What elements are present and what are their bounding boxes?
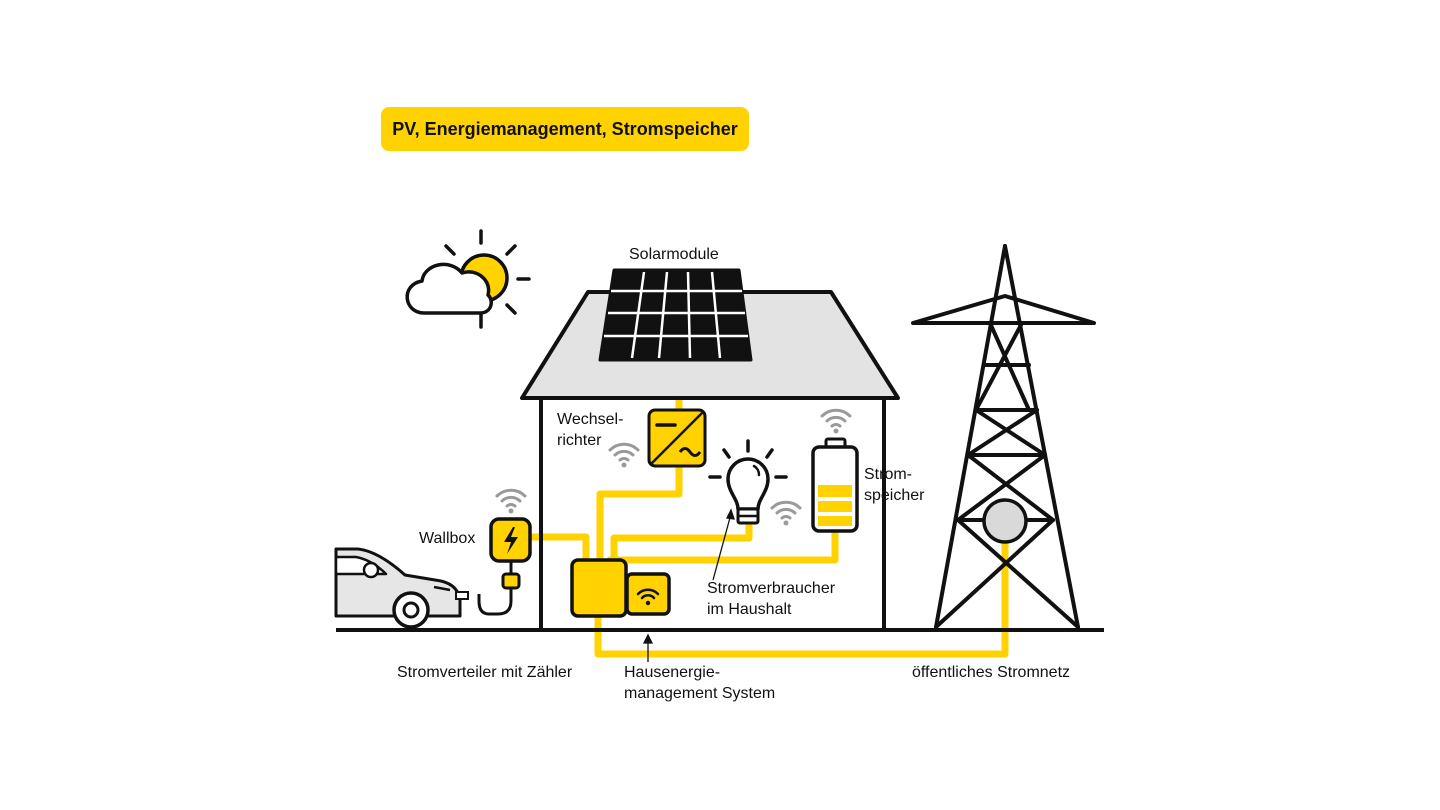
wifi-icon [820,408,852,435]
solar-panel-icon [598,268,753,362]
car-icon [334,547,469,629]
label-stromspeicher-line1: Strom- [864,466,912,483]
inverter-icon [647,408,707,468]
distribution-box-icon [570,558,628,618]
label-stromverbraucher-line1: Stromverbraucher [707,580,836,597]
house-walls [539,398,886,632]
leader-arrows [642,508,735,662]
label-wechselrichter-line1: Wechsel- [557,411,624,428]
label-solarmodule: Solarmodule [629,246,719,263]
hems-icon [625,572,671,616]
label-stromnetz: öffentliches Stromnetz [912,664,1071,681]
label-stromverbraucher-line2: im Haushalt [707,601,792,618]
power-pylon-icon [911,244,1096,629]
wallbox-icon [477,517,532,616]
label-hems-line2: management System [624,685,776,702]
sun-cloud-icon [405,229,531,329]
wifi-icon [770,500,802,527]
light-bulb-icon [708,439,788,525]
battery-icon [811,437,859,533]
label-wallbox: Wallbox [419,530,476,547]
label-hems-line1: Hausenergie- [624,664,721,681]
wifi-icon [608,442,640,469]
label-stromspeicher-line2: speicher [864,487,925,504]
title-badge: PV, Energiemanagement, Stromspeicher [381,107,749,151]
wifi-icon [495,488,527,515]
label-stromverteiler: Stromverteiler mit Zähler [397,664,573,681]
page-title: PV, Energiemanagement, Stromspeicher [392,118,738,139]
grid-meter-icon [982,498,1028,544]
label-wechselrichter-line2: richter [557,432,602,449]
